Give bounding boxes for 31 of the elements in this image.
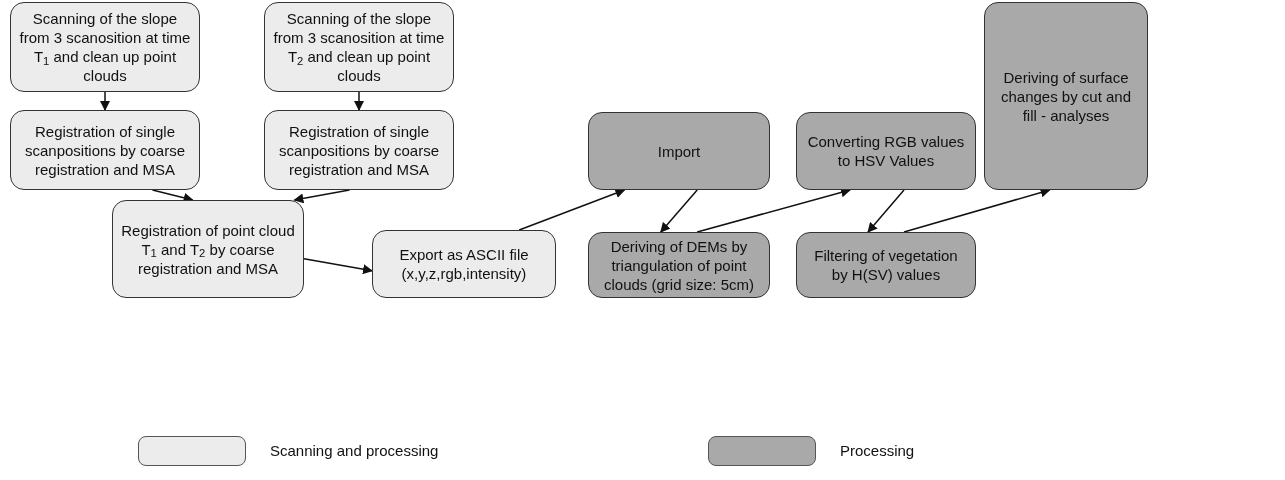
arrow [660,189,698,233]
box-text: Registration of single scanpositions by coarse registration and MSA [23,121,187,179]
box-text: Registration of single scanpositions by coarse registration and MSA [277,121,441,179]
process-box [10,2,200,92]
legend-label: Processing [840,440,915,461]
process-box [264,2,454,92]
box-text: Deriving of surface changes by cut and fill - analyses [999,67,1133,125]
arrow [518,188,626,231]
box-text: Export as ASCII file (x,y,z,rgb,intensity) [398,245,530,283]
box-text: Scanning of the slope from 3 scanosition at time T$_{1}$ and clean up point clouds [19,9,191,85]
box-text: Converting RGB values to HSV Values [806,132,966,170]
process-box [796,232,976,298]
arrow [867,189,905,233]
box-text: Registration of point cloud T$_{1}$ and T$_{2}$ by coarse registration and MSA [121,220,295,278]
process-box [588,112,770,190]
process-box [10,110,200,190]
process-box [264,110,454,190]
process-box [588,232,770,298]
box-text: Filtering of vegetation by H(SV) values [813,246,959,284]
box-text: Deriving of DEMs by triangulation of point clouds (grid size: 5cm) [602,236,755,294]
box-text: Scanning of the slope from 3 scanosition at time T$_{2}$ and clean up point clouds [273,9,445,85]
process-box [796,112,976,190]
arrow [100,91,110,111]
arrow [303,258,373,275]
process-box [984,2,1148,190]
arrow [293,189,351,204]
process-box [112,200,304,298]
box-text: Import [657,141,701,161]
process-box [372,230,556,298]
legend-label: Scanning and processing [270,440,439,461]
arrow [354,91,364,111]
